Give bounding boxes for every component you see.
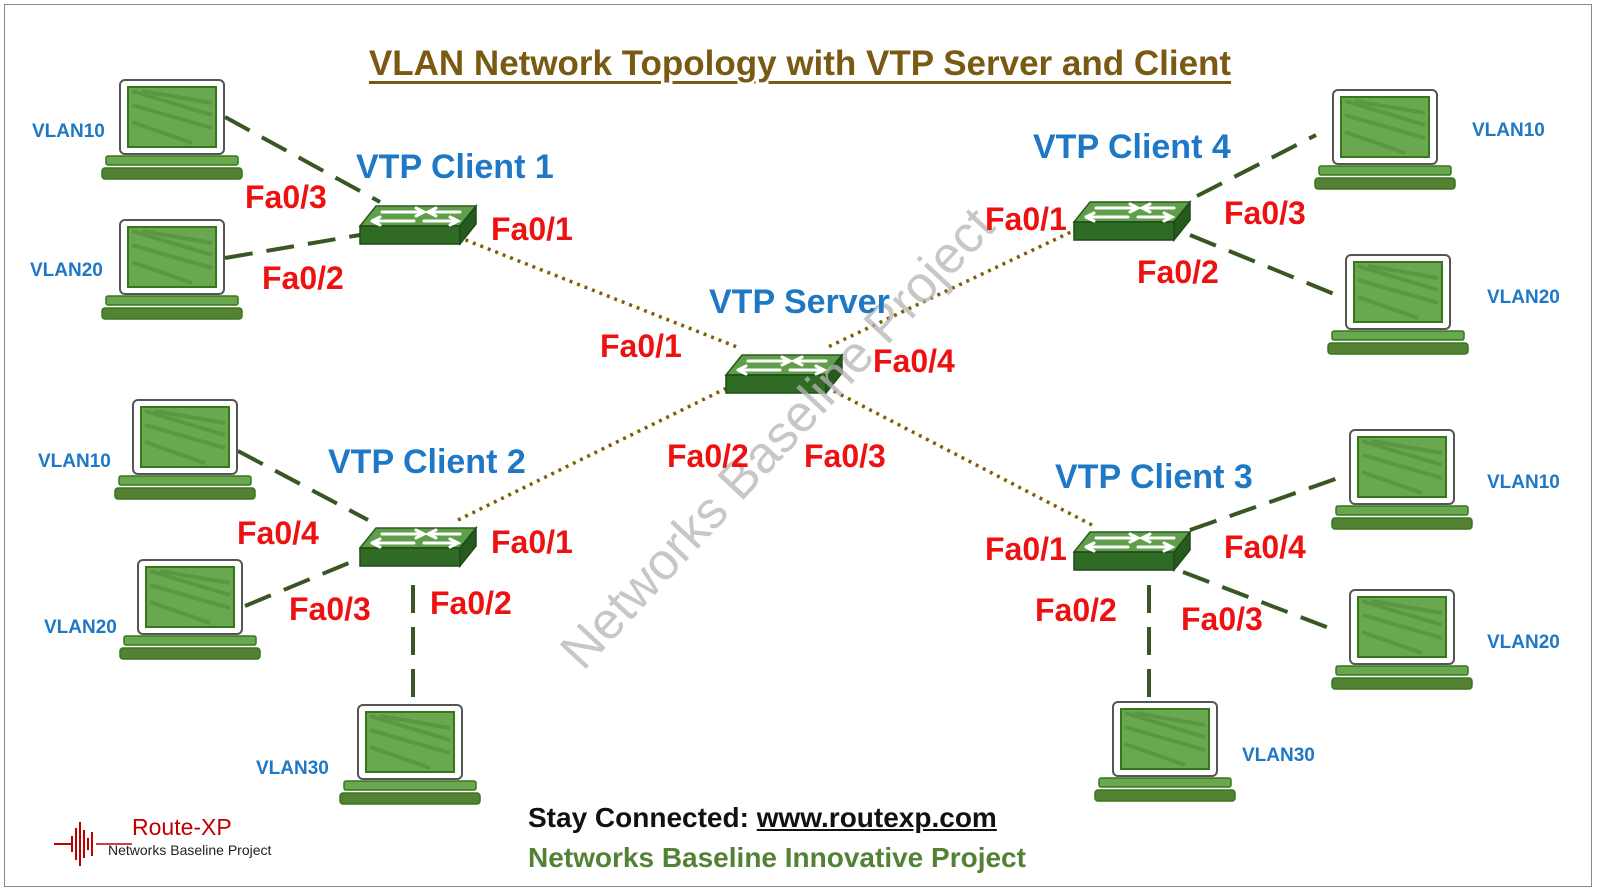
access-link-c4-vlan20 <box>1189 233 1340 298</box>
vlan-label: VLAN30 <box>1242 745 1315 766</box>
label-vtp-client-3: VTP Client 3 <box>1055 458 1253 496</box>
access-link-c3-vlan10 <box>1189 474 1345 532</box>
vlan-label: VLAN30 <box>256 758 329 779</box>
stay-connected-label: Stay Connected: <box>528 802 749 833</box>
laptop-icon <box>1313 88 1457 191</box>
laptop-icon <box>1330 588 1474 691</box>
port-server-fa0-3: Fa0/3 <box>804 438 886 474</box>
access-link-c1-vlan10 <box>224 115 381 204</box>
switch-icon-client2 <box>358 526 478 568</box>
trunk-link-client4 <box>827 220 1093 349</box>
port-client1-fa0-2: Fa0/2 <box>262 260 344 296</box>
vlan-label: VLAN10 <box>38 451 111 472</box>
diagram-title: VLAN Network Topology with VTP Server an… <box>368 44 1232 83</box>
label-vtp-client-4: VTP Client 4 <box>1033 128 1231 166</box>
brand-name: Route-XP <box>132 814 232 840</box>
vlan-label: VLAN20 <box>44 617 117 638</box>
laptop-icon <box>113 398 257 501</box>
port-client3-fa0-2: Fa0/2 <box>1035 592 1117 628</box>
label-vtp-client-2: VTP Client 2 <box>328 443 526 481</box>
waveform-icon <box>54 822 132 866</box>
port-client4-fa0-3: Fa0/3 <box>1224 195 1306 231</box>
vlan-label: VLAN20 <box>30 260 103 281</box>
footer-stay-connected: Stay Connected: www.routexp.com <box>528 802 997 834</box>
vlan-label: VLAN20 <box>1487 632 1560 653</box>
port-client1-fa0-1: Fa0/1 <box>491 211 573 247</box>
port-client3-fa0-1: Fa0/1 <box>985 531 1067 567</box>
port-client2-fa0-4: Fa0/4 <box>237 515 319 551</box>
port-client3-fa0-4: Fa0/4 <box>1224 529 1306 565</box>
laptop-icon <box>1326 253 1470 356</box>
footer-tagline: Networks Baseline Innovative Project <box>528 842 1026 873</box>
laptop-icon <box>1330 428 1474 531</box>
port-client3-fa0-3: Fa0/3 <box>1181 601 1263 637</box>
port-client4-fa0-2: Fa0/2 <box>1137 254 1219 290</box>
label-vtp-server: VTP Server <box>709 283 890 321</box>
vlan-label: VLAN10 <box>1487 472 1560 493</box>
switch-icon-client3 <box>1072 530 1192 572</box>
brand-logo: Route-XP Networks Baseline Project <box>52 814 292 868</box>
watermark: Networks Baseline Project <box>549 196 1006 680</box>
vlan-label: VLAN20 <box>1487 287 1560 308</box>
vlan-label: VLAN10 <box>1472 120 1545 141</box>
laptop-icon <box>100 78 244 181</box>
port-server-fa0-4: Fa0/4 <box>873 343 955 379</box>
port-client4-fa0-1: Fa0/1 <box>985 201 1067 237</box>
label-vtp-client-1: VTP Client 1 <box>356 148 554 186</box>
port-server-fa0-2: Fa0/2 <box>667 438 749 474</box>
port-client2-fa0-3: Fa0/3 <box>289 591 371 627</box>
laptop-icon <box>118 558 262 661</box>
access-link-c2-vlan10 <box>237 449 369 522</box>
switch-icon-client4 <box>1072 200 1192 242</box>
access-link-c1-vlan20 <box>224 233 361 260</box>
laptop-icon <box>338 703 482 806</box>
website-link[interactable]: www.routexp.com <box>756 802 997 833</box>
vlan-label: VLAN10 <box>32 121 105 142</box>
trunk-link-client3 <box>827 386 1093 527</box>
port-client1-fa0-3: Fa0/3 <box>245 179 327 215</box>
laptop-icon <box>100 218 244 321</box>
access-link-c4-vlan10 <box>1196 133 1317 198</box>
port-client2-fa0-2: Fa0/2 <box>430 585 512 621</box>
port-client2-fa0-1: Fa0/1 <box>491 524 573 560</box>
switch-icon-client1 <box>358 204 478 246</box>
laptop-icon <box>1093 700 1237 803</box>
trunk-link-client1 <box>457 235 738 349</box>
brand-tagline: Networks Baseline Project <box>108 842 272 858</box>
diagram-frame <box>4 4 1592 887</box>
access-link-c2-vlan20 <box>244 553 369 608</box>
port-server-fa0-1: Fa0/1 <box>600 328 682 364</box>
access-link-c3-vlan20 <box>1182 570 1338 633</box>
